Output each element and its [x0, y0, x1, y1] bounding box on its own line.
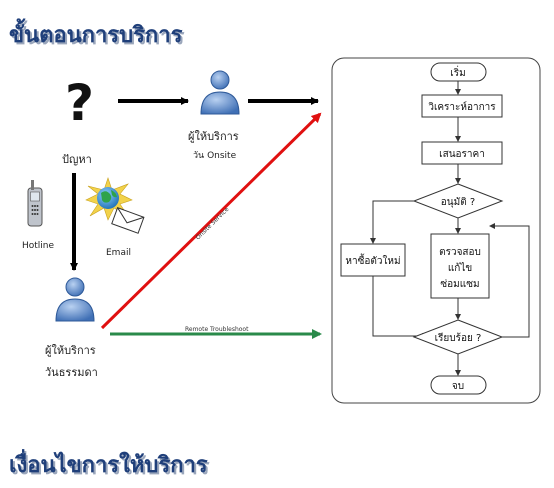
onsite-day-label: วัน Onsite: [193, 151, 237, 161]
onsite-person-icon: [200, 70, 240, 115]
flow-inspect-label-3: ซ่อมแซม: [440, 279, 479, 290]
top-heading: ขั้นตอนการบริการ ขั้นตอนการบริการ: [9, 18, 185, 50]
flow-find-new: [340, 243, 406, 277]
top-heading-text: ขั้นตอนการบริการ: [9, 18, 183, 48]
flow-find-new-label: หาซื้อตัวใหม่: [345, 253, 400, 267]
flow-start-label: เริ่ม: [450, 65, 465, 79]
regular-person-icon: [55, 277, 95, 322]
regular-day-label: วันธรรมดา: [45, 366, 98, 379]
flow-end: [430, 375, 487, 395]
hotline-label: Hotline: [22, 241, 55, 251]
question-mark-icon: ?: [65, 74, 94, 132]
flow-inspect-label-2: แก้ไข: [448, 262, 472, 274]
svg-text:ขั้นตอนการบริการ: ขั้นตอนการบริการ: [11, 20, 185, 50]
flow-analyze-label: วิเคราะห์อาการ: [428, 101, 496, 113]
regular-provider-label: ผู้ให้บริการ: [45, 344, 96, 357]
onsite-service-label: Onsite Service: [194, 206, 230, 242]
onsite-service-arrow: [100, 112, 322, 330]
remote-troubleshoot-label: Remote Troubleshoot: [185, 326, 249, 333]
problem-label: ปัญหา: [62, 153, 92, 166]
flow-inspect-label-1: ตรวจสอบ: [439, 247, 481, 258]
flow-analyze: [421, 94, 503, 118]
flow-done-check-label: เรียบร้อย ?: [435, 332, 482, 344]
bottom-heading-text: เงื่อนไขการให้บริการ: [9, 448, 208, 478]
flow-quote-label: เสนอราคา: [439, 149, 485, 160]
phone-icon: [27, 180, 43, 227]
flow-quote: [421, 141, 503, 165]
bottom-heading: เงื่อนไขการให้บริการ เงื่อนไขการให้บริกา…: [9, 448, 210, 480]
flow-approve-label: อนุมัติ ?: [441, 197, 475, 208]
email-label: Email: [106, 248, 131, 258]
flow-end-label: จบ: [452, 381, 464, 392]
email-globe-icon: [85, 177, 145, 234]
onsite-provider-label: ผู้ให้บริการ: [188, 130, 239, 143]
flow-inspect: [430, 233, 490, 299]
svg-text:เงื่อนไขการให้บริการ: เงื่อนไขการให้บริการ: [11, 450, 210, 480]
